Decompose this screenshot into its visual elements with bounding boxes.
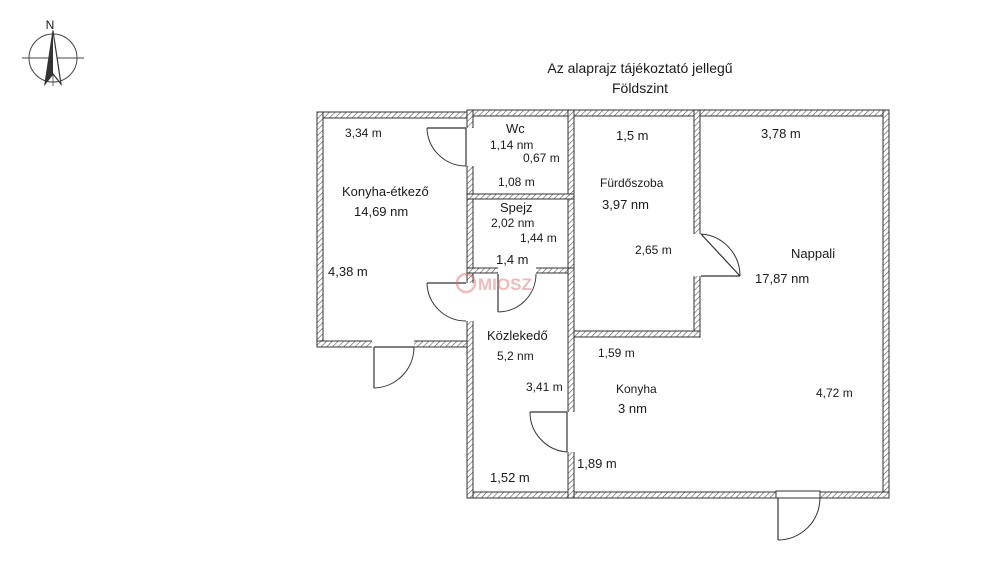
wc-dim2: 1,08 m — [498, 175, 535, 189]
wc-dim1: 0,67 m — [523, 151, 560, 165]
spejz-dim1: 1,44 m — [520, 231, 557, 245]
konyha-etkezo-area: 14,69 nm — [354, 204, 408, 219]
compass-needle-shade — [45, 31, 53, 84]
konyha-area: 3 nm — [618, 401, 647, 416]
konyha-etkezo-width: 3,34 m — [345, 126, 382, 140]
spejz-name: Spejz — [500, 200, 533, 215]
konyha-name: Konyha — [616, 382, 657, 396]
nappali-height: 4,72 m — [816, 386, 853, 400]
plan-disclaimer: Az alaprajz tájékoztató jellegű — [547, 60, 732, 76]
spejz-area: 2,02 nm — [491, 216, 534, 230]
watermark-logo-icon — [455, 272, 477, 294]
furdoszoba-area: 3,97 nm — [602, 197, 649, 212]
konyha-etkezo-height: 4,38 m — [328, 264, 368, 279]
kozlekedo-name: Közlekedő — [487, 328, 548, 343]
kozlekedo-width: 1,52 m — [490, 470, 530, 485]
compass: N — [22, 18, 84, 87]
konyha-etkezo-name: Konyha-étkező — [342, 184, 429, 199]
watermark: MIOSZ — [455, 272, 532, 294]
doors — [372, 127, 821, 541]
kozlekedo-height: 3,41 m — [526, 380, 563, 394]
konyha-width: 1,59 m — [598, 346, 635, 360]
floor-level-title: Földszint — [612, 80, 668, 96]
compass-north-label: N — [46, 18, 55, 32]
nappali-name: Nappali — [791, 246, 835, 261]
wc-name: Wc — [506, 121, 525, 136]
nappali-area: 17,87 nm — [755, 271, 809, 286]
nappali-width: 3,78 m — [761, 126, 801, 141]
furdoszoba-width: 1,5 m — [616, 128, 649, 143]
walls — [316, 109, 890, 499]
furdoszoba-name: Fürdőszoba — [600, 176, 664, 190]
wc-area: 1,14 nm — [490, 138, 533, 152]
spejz-dim2: 1,4 m — [496, 252, 529, 267]
kozlekedo-area: 5,2 nm — [497, 349, 534, 363]
watermark-text: MIOSZ — [478, 275, 532, 294]
konyha-height: 1,89 m — [577, 456, 617, 471]
furdoszoba-height: 2,65 m — [635, 243, 672, 257]
